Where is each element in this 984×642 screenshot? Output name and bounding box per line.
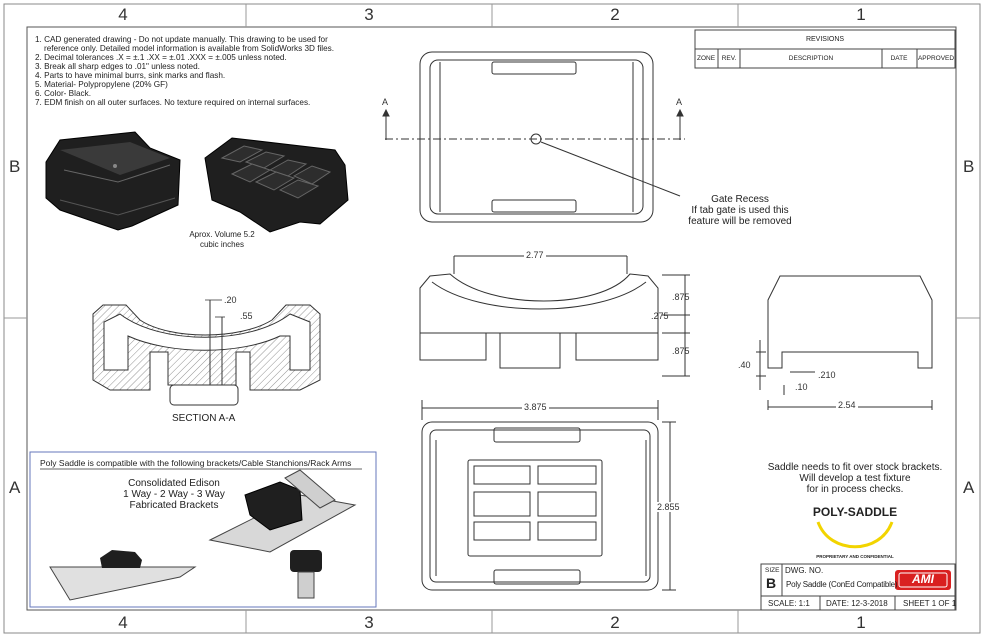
zone-bottom-4: 4 <box>118 613 128 632</box>
zone-left-b: B <box>9 157 21 176</box>
section-dim-55: .55 <box>240 311 253 321</box>
front-view <box>419 255 690 377</box>
side-dim-10: .10 <box>795 382 808 392</box>
note-line-1: 1. CAD generated drawing - Do not update… <box>35 35 328 44</box>
note-line-3: 2. Decimal tolerances .X = ±.1 .XX = ±.0… <box>35 53 287 62</box>
section-a-a <box>92 299 321 406</box>
front-dim-875-top: .875 <box>672 292 690 302</box>
gate-note-1: Gate Recess <box>711 194 769 205</box>
rev-col-rev: REV. <box>721 55 737 62</box>
compat-line-2: 1 Way - 2 Way - 3 Way <box>123 489 225 500</box>
gate-note-2: If tab gate is used this <box>691 205 789 216</box>
fixture-note-3: for in process checks. <box>806 484 904 495</box>
logo-sub: PROPRIETARY AND CONFIDENTIAL <box>816 554 894 559</box>
compat-line-3: Fabricated Brackets <box>129 500 219 511</box>
ami-logo-badge <box>895 570 951 590</box>
front-dim-275: .275 <box>651 311 669 321</box>
note-line-6: 5. Material- Polypropylene (20% GF) <box>35 80 168 89</box>
logo-name: POLY-SADDLE <box>812 505 898 519</box>
iso-saddle-top <box>45 131 181 231</box>
zone-left-a: A <box>9 478 21 497</box>
zone-bottom-3: 3 <box>364 613 374 632</box>
zone-top-1: 1 <box>856 5 866 24</box>
zone-bottom-2: 2 <box>610 613 620 632</box>
front-dim-875-bottom: .875 <box>672 346 690 356</box>
note-line-7: 6. Color- Black. <box>35 89 91 98</box>
compat-header: Poly Saddle is compatible with the follo… <box>40 458 352 468</box>
tb-title: Poly Saddle (ConEd Compatible) <box>786 580 898 589</box>
section-mark-left: A <box>382 97 389 107</box>
side-dim-width: 2.54 <box>836 400 858 410</box>
zone-right-a: A <box>963 478 975 497</box>
tb-size-value: B <box>766 575 777 591</box>
zone-bottom-1: 1 <box>856 613 866 632</box>
fixture-note-2: Will develop a test fixture <box>799 473 911 484</box>
tb-date: DATE: 12-3-2018 <box>826 599 888 608</box>
note-line-2: reference only. Detailed model informati… <box>44 44 335 53</box>
side-view <box>756 275 933 410</box>
rev-col-approved: APPROVED <box>917 55 955 62</box>
bottom-view <box>421 400 676 591</box>
note-line-4: 3. Break all sharp edges to .01" unless … <box>35 62 200 71</box>
section-mark-right: A <box>676 97 683 107</box>
gate-note-3: feature will be removed <box>688 216 792 227</box>
compat-box <box>29 451 377 608</box>
top-view <box>382 51 685 223</box>
tb-sheet: SHEET 1 OF 1 <box>903 599 957 608</box>
note-line-5: 4. Parts to have minimal burrs, sink mar… <box>35 71 226 80</box>
compat-line-1: Consolidated Edison <box>128 478 220 489</box>
zone-top-2: 2 <box>610 5 620 24</box>
volume-line-2: cubic inches <box>199 240 245 249</box>
zone-top-3: 3 <box>364 5 374 24</box>
title-block <box>760 563 956 611</box>
front-dim-width: 2.77 <box>524 250 546 260</box>
side-dim-40: .40 <box>738 360 751 370</box>
rev-col-date: DATE <box>890 55 908 62</box>
side-dim-210: .210 <box>818 370 836 380</box>
note-line-8: 7. EDM finish on all outer surfaces. No … <box>35 98 311 107</box>
tb-dwg-label: DWG. NO. <box>785 566 824 575</box>
zone-top-4: 4 <box>118 5 128 24</box>
bottom-dim-width: 3.875 <box>522 402 549 412</box>
section-dim-20: .20 <box>224 295 237 305</box>
tb-scale: SCALE: 1:1 <box>768 599 810 608</box>
bracket-side <box>49 550 197 601</box>
poly-saddle-logo <box>816 521 894 549</box>
volume-line-1: Aprox. Volume 5.2 <box>189 230 255 239</box>
bottom-dim-height: 2.855 <box>655 502 682 512</box>
rev-col-zone: ZONE <box>696 55 716 62</box>
tb-company: AMI <box>912 572 934 586</box>
zone-right-b: B <box>963 157 975 176</box>
iso-saddle-bottom <box>204 137 349 233</box>
bracket-end <box>290 550 322 599</box>
revisions-table <box>694 29 956 69</box>
zone-ticks <box>4 4 980 633</box>
rev-col-description: DESCRIPTION <box>788 55 834 62</box>
fixture-note-1: Saddle needs to fit over stock brackets. <box>767 462 943 473</box>
tb-size-label: SIZE <box>765 567 780 574</box>
section-label: SECTION A-A <box>172 413 236 424</box>
bracket-iso-1 <box>208 469 357 553</box>
revisions-title: REVISIONS <box>805 36 845 43</box>
